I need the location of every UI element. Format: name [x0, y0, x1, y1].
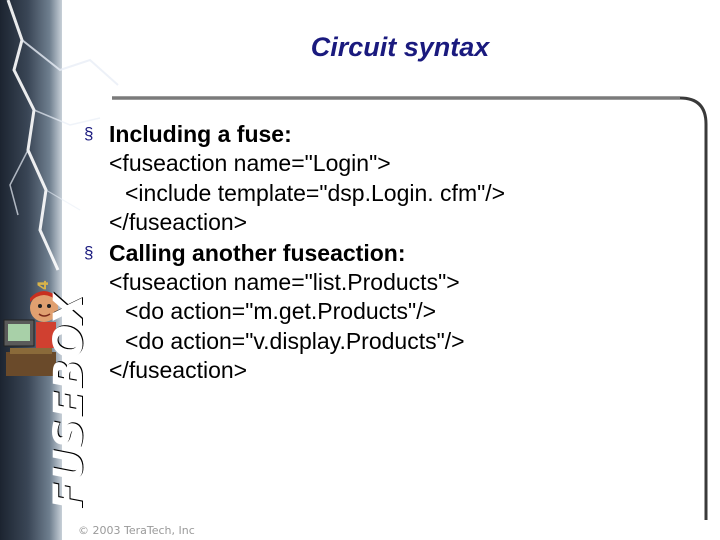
code-line: <fuseaction name="list.Products"> — [109, 268, 460, 295]
developer-mascot-icon — [3, 291, 58, 376]
left-decorative-band — [0, 0, 62, 540]
bullet-heading: Including a fuse: — [109, 121, 292, 147]
code-line: </fuseaction> — [109, 357, 248, 383]
slide-content: § Including a fuse: <fuseaction name="Lo… — [82, 119, 682, 386]
code-line: </fuseaction> — [109, 209, 248, 235]
bullet-including-fuse: § Including a fuse: — [82, 119, 682, 149]
slide-title: Circuit syntax — [310, 32, 490, 62]
code-line: <include template="dsp.Login. cfm"/> — [125, 179, 506, 206]
lightning-bolt-icon — [6, 0, 119, 271]
bullet-calling-fuseaction: § Calling another fuseaction: — [82, 238, 682, 268]
section-sign-icon: § — [84, 242, 94, 262]
fusebox-logo-suffix: 4 — [36, 280, 52, 290]
code-line: <do action="m.get.Products"/> — [125, 298, 437, 324]
section-sign-icon: § — [84, 124, 94, 143]
bullet-heading: Calling another fuseaction: — [109, 239, 406, 266]
code-line: <fuseaction name="Login"> — [109, 150, 391, 176]
code-line: <do action="v.display.Products"/> — [125, 327, 465, 354]
copyright-notice: © 2003 TeraTech, Inc — [78, 524, 195, 537]
